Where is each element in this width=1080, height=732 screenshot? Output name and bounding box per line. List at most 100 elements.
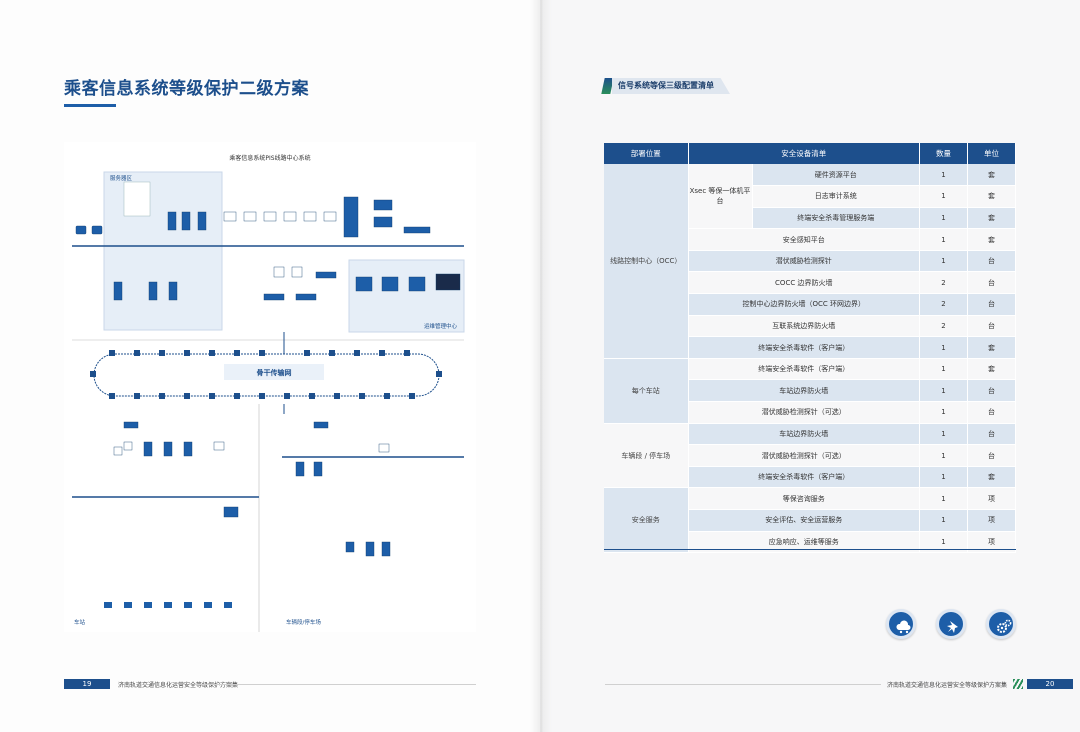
- left-footer: 19 济南轨道交通信息化运营安全等级保护方案集: [64, 679, 238, 689]
- book-spine: [530, 0, 552, 732]
- depot-label: 车辆段/停车场: [286, 618, 321, 626]
- table-row: 终端安全杀毒管理服务端 1 套: [604, 207, 1016, 230]
- item-cell: 应急响应、运维等服务: [688, 531, 920, 554]
- unit-cell: 台: [967, 379, 1016, 403]
- item-cell: 车站边界防火墙: [688, 379, 920, 403]
- page-title: 乘客信息系统等级保护二级方案: [64, 79, 309, 99]
- qty-cell: 1: [919, 487, 968, 510]
- backbone-label: 骨干传输网: [257, 368, 292, 377]
- table-row: 日志审计系统 1 套: [604, 185, 1016, 208]
- title-underline: [64, 104, 116, 107]
- section-tag-icon: [601, 78, 614, 94]
- item-cell: 潜伏威胁检测探针: [688, 250, 920, 273]
- unit-cell: 项: [967, 487, 1016, 510]
- pin-tool-icon: [936, 609, 966, 639]
- qty-cell: 1: [919, 466, 968, 489]
- table-row: 潜伏威胁检测探针 1 台: [604, 250, 1016, 273]
- item-cell: 潜伏威胁检测探针（可选）: [688, 444, 920, 467]
- unit-cell: 套: [967, 358, 1016, 381]
- location-cell: 线路控制中心（OCC）: [604, 164, 689, 359]
- table-row: COCC 边界防火墙 2 台: [604, 271, 1016, 295]
- unit-cell: 台: [967, 444, 1016, 467]
- table-row: 潜伏威胁检测探针（可选） 1 台: [604, 401, 1016, 424]
- header-devices: 安全设备清单: [688, 143, 920, 164]
- item-cell: 日志审计系统: [752, 185, 920, 208]
- location-cell: 安全服务: [604, 487, 689, 554]
- network-cloud-icon: [886, 609, 916, 639]
- page-number-right: 20: [1027, 679, 1074, 689]
- qty-cell: 2: [919, 271, 968, 295]
- table-row: 控制中心边界防火墙（OCC 环网边界） 2 台: [604, 293, 1016, 316]
- item-cell: 终端安全杀毒管理服务端: [752, 207, 920, 230]
- table-row: 终端安全杀毒软件（客户端） 1 套: [604, 336, 1016, 359]
- qty-cell: 1: [919, 336, 968, 359]
- table-row: 应急响应、运维等服务 1 项: [604, 531, 1016, 554]
- config-table: 部署位置 安全设备清单 数量 单位 线路控制中心（OCC） Xsec 等保一体机…: [604, 143, 1016, 554]
- diagram-title: 乘客信息系统PIS线路中心系统: [229, 154, 310, 162]
- unit-cell: 台: [967, 401, 1016, 424]
- network-diagram: 乘客信息系统PIS线路中心系统 服务器区 运维管理中心: [64, 142, 476, 632]
- gears-icon: [986, 609, 1016, 639]
- ops-center-label: 运维管理中心: [424, 322, 458, 330]
- table-row: 终端安全杀毒软件（客户端） 1 套: [604, 466, 1016, 489]
- item-cell: 安全评估、安全运营服务: [688, 509, 920, 532]
- footer-rule-left: [196, 684, 476, 685]
- qty-cell: 1: [919, 250, 968, 273]
- sub-group-cell: Xsec 等保一体机平台: [688, 164, 753, 230]
- table-row: 安全感知平台 1 套: [604, 228, 1016, 251]
- section-tag: 信号系统等保三级配置清单: [601, 78, 730, 94]
- item-cell: 硬件资源平台: [752, 164, 920, 187]
- right-footer: 济南轨道交通信息化运营安全等级保护方案集 20: [887, 679, 1074, 689]
- header-unit: 单位: [967, 143, 1016, 164]
- unit-cell: 套: [967, 336, 1016, 359]
- table-bottom-rule: [604, 549, 1016, 550]
- unit-cell: 套: [967, 228, 1016, 251]
- table-row: 潜伏威胁检测探针（可选） 1 台: [604, 444, 1016, 467]
- footer-stripe: [1013, 679, 1024, 689]
- header-qty: 数量: [919, 143, 968, 164]
- table-row: 车站边界防火墙 1 台: [604, 379, 1016, 403]
- table-row: 线路控制中心（OCC） Xsec 等保一体机平台 硬件资源平台 1 套: [604, 164, 1016, 359]
- item-cell: 安全感知平台: [688, 228, 920, 251]
- table-row: 车辆段 / 停车场 车站边界防火墙 1 台: [604, 423, 1016, 489]
- qty-cell: 1: [919, 401, 968, 424]
- left-page: 乘客信息系统等级保护二级方案 乘客信息系统PIS线路中心系统 服务器区 运维管理…: [0, 0, 540, 732]
- qty-cell: 1: [919, 207, 968, 230]
- unit-cell: 台: [967, 423, 1016, 446]
- qty-cell: 2: [919, 293, 968, 316]
- ops-center-area: [348, 259, 465, 333]
- section-title: 信号系统等保三级配置清单: [612, 78, 730, 94]
- footer-rule-right: [605, 684, 881, 685]
- unit-cell: 套: [967, 466, 1016, 489]
- qty-cell: 1: [919, 358, 968, 381]
- qty-cell: 1: [919, 164, 968, 187]
- unit-cell: 项: [967, 531, 1016, 554]
- item-cell: 车站边界防火墙: [688, 423, 920, 446]
- item-cell: 控制中心边界防火墙（OCC 环网边界）: [688, 293, 920, 316]
- location-cell: 车辆段 / 停车场: [604, 423, 689, 489]
- qty-cell: 2: [919, 315, 968, 338]
- footer-text-left: 济南轨道交通信息化运营安全等级保护方案集: [118, 681, 239, 689]
- unit-cell: 套: [967, 164, 1016, 187]
- qty-cell: 1: [919, 444, 968, 467]
- unit-cell: 台: [967, 293, 1016, 316]
- footer-text-right: 济南轨道交通信息化运营安全等级保护方案集: [887, 681, 1008, 689]
- unit-cell: 套: [967, 185, 1016, 208]
- page-number-left: 19: [64, 679, 110, 689]
- qty-cell: 1: [919, 379, 968, 403]
- item-cell: 终端安全杀毒软件（客户端）: [688, 466, 920, 489]
- qty-cell: 1: [919, 531, 968, 554]
- table-row: 每个车站 终端安全杀毒软件（客户端） 1 套: [604, 358, 1016, 424]
- item-cell: COCC 边界防火墙: [688, 271, 920, 295]
- qty-cell: 1: [919, 185, 968, 208]
- item-cell: 互联系统边界防火墙: [688, 315, 920, 338]
- unit-cell: 台: [967, 271, 1016, 295]
- qty-cell: 1: [919, 228, 968, 251]
- unit-cell: 台: [967, 250, 1016, 273]
- item-cell: 潜伏威胁检测探针（可选）: [688, 401, 920, 424]
- item-cell: 终端安全杀毒软件（客户端）: [688, 358, 920, 381]
- item-cell: 等保咨询服务: [688, 487, 920, 510]
- header-location: 部署位置: [604, 143, 689, 164]
- location-cell: 每个车站: [604, 358, 689, 424]
- table-row: 安全评估、安全运营服务 1 项: [604, 509, 1016, 532]
